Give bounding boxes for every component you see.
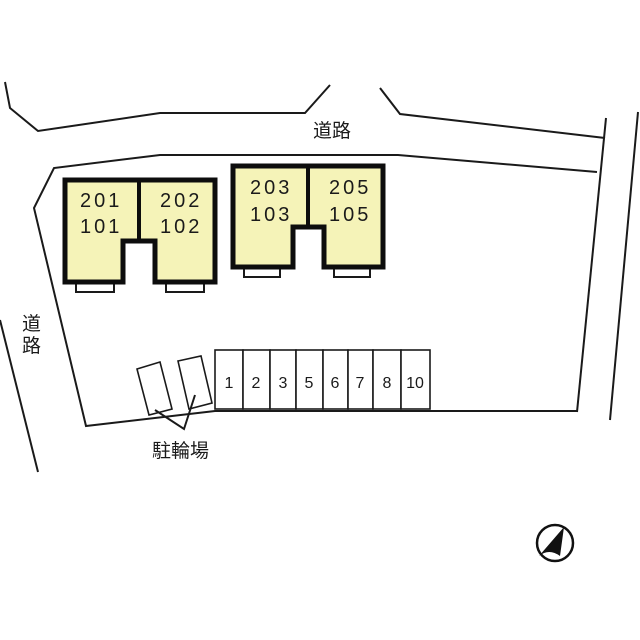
bicycle-parking-label: 駐輪場 [152,440,209,462]
parking-stall-label-8: 8 [383,375,392,392]
road-edge-north-right [379,87,606,139]
road-label-west-bottom: 路 [22,335,41,357]
parking-stall-3[interactable] [269,349,297,410]
parking-stall-label-7: 7 [356,375,365,392]
road-edge-west [0,319,39,473]
parking-lot: 1 2 3 5 6 7 8 10 [214,349,431,410]
unit-label-205[interactable]: 205 [329,177,371,199]
site-boundary [32,154,598,428]
parking-stall-label-3: 3 [279,375,288,392]
unit-label-103[interactable]: 103 [250,204,292,226]
parking-stall-label-2: 2 [252,375,261,392]
road-edge-north-left [4,81,331,133]
road-label-west-top: 道 [22,313,41,335]
unit-label-101[interactable]: 101 [80,216,122,238]
bike-rack-1 [136,360,173,416]
parking-stall-8[interactable] [372,349,402,410]
bicycle-parking: 駐輪場 [136,355,213,462]
bike-parking-pointer [154,394,196,431]
parking-stall-label-5: 5 [305,375,314,392]
parking-stall-label-10: 10 [406,375,424,392]
unit-label-102[interactable]: 102 [160,216,202,238]
north-arrow-icon [535,523,575,563]
building-b: 203 103 205 105 [230,163,386,278]
bike-rack-2 [177,355,213,410]
site-boundary-east [576,117,607,413]
unit-label-105[interactable]: 105 [329,204,371,226]
parking-stall-1[interactable] [214,349,244,410]
unit-label-202[interactable]: 202 [160,190,202,212]
building-a: 201 101 202 102 [62,177,218,293]
parking-stall-10[interactable] [400,349,431,410]
unit-label-201[interactable]: 201 [80,190,122,212]
parking-stall-label-6: 6 [331,375,340,392]
road-edge-east [609,111,639,421]
parking-stall-label-1: 1 [225,375,234,392]
road-label-north: 道路 [313,120,351,142]
north-road: 道路 [4,81,606,142]
unit-label-203[interactable]: 203 [250,177,292,199]
